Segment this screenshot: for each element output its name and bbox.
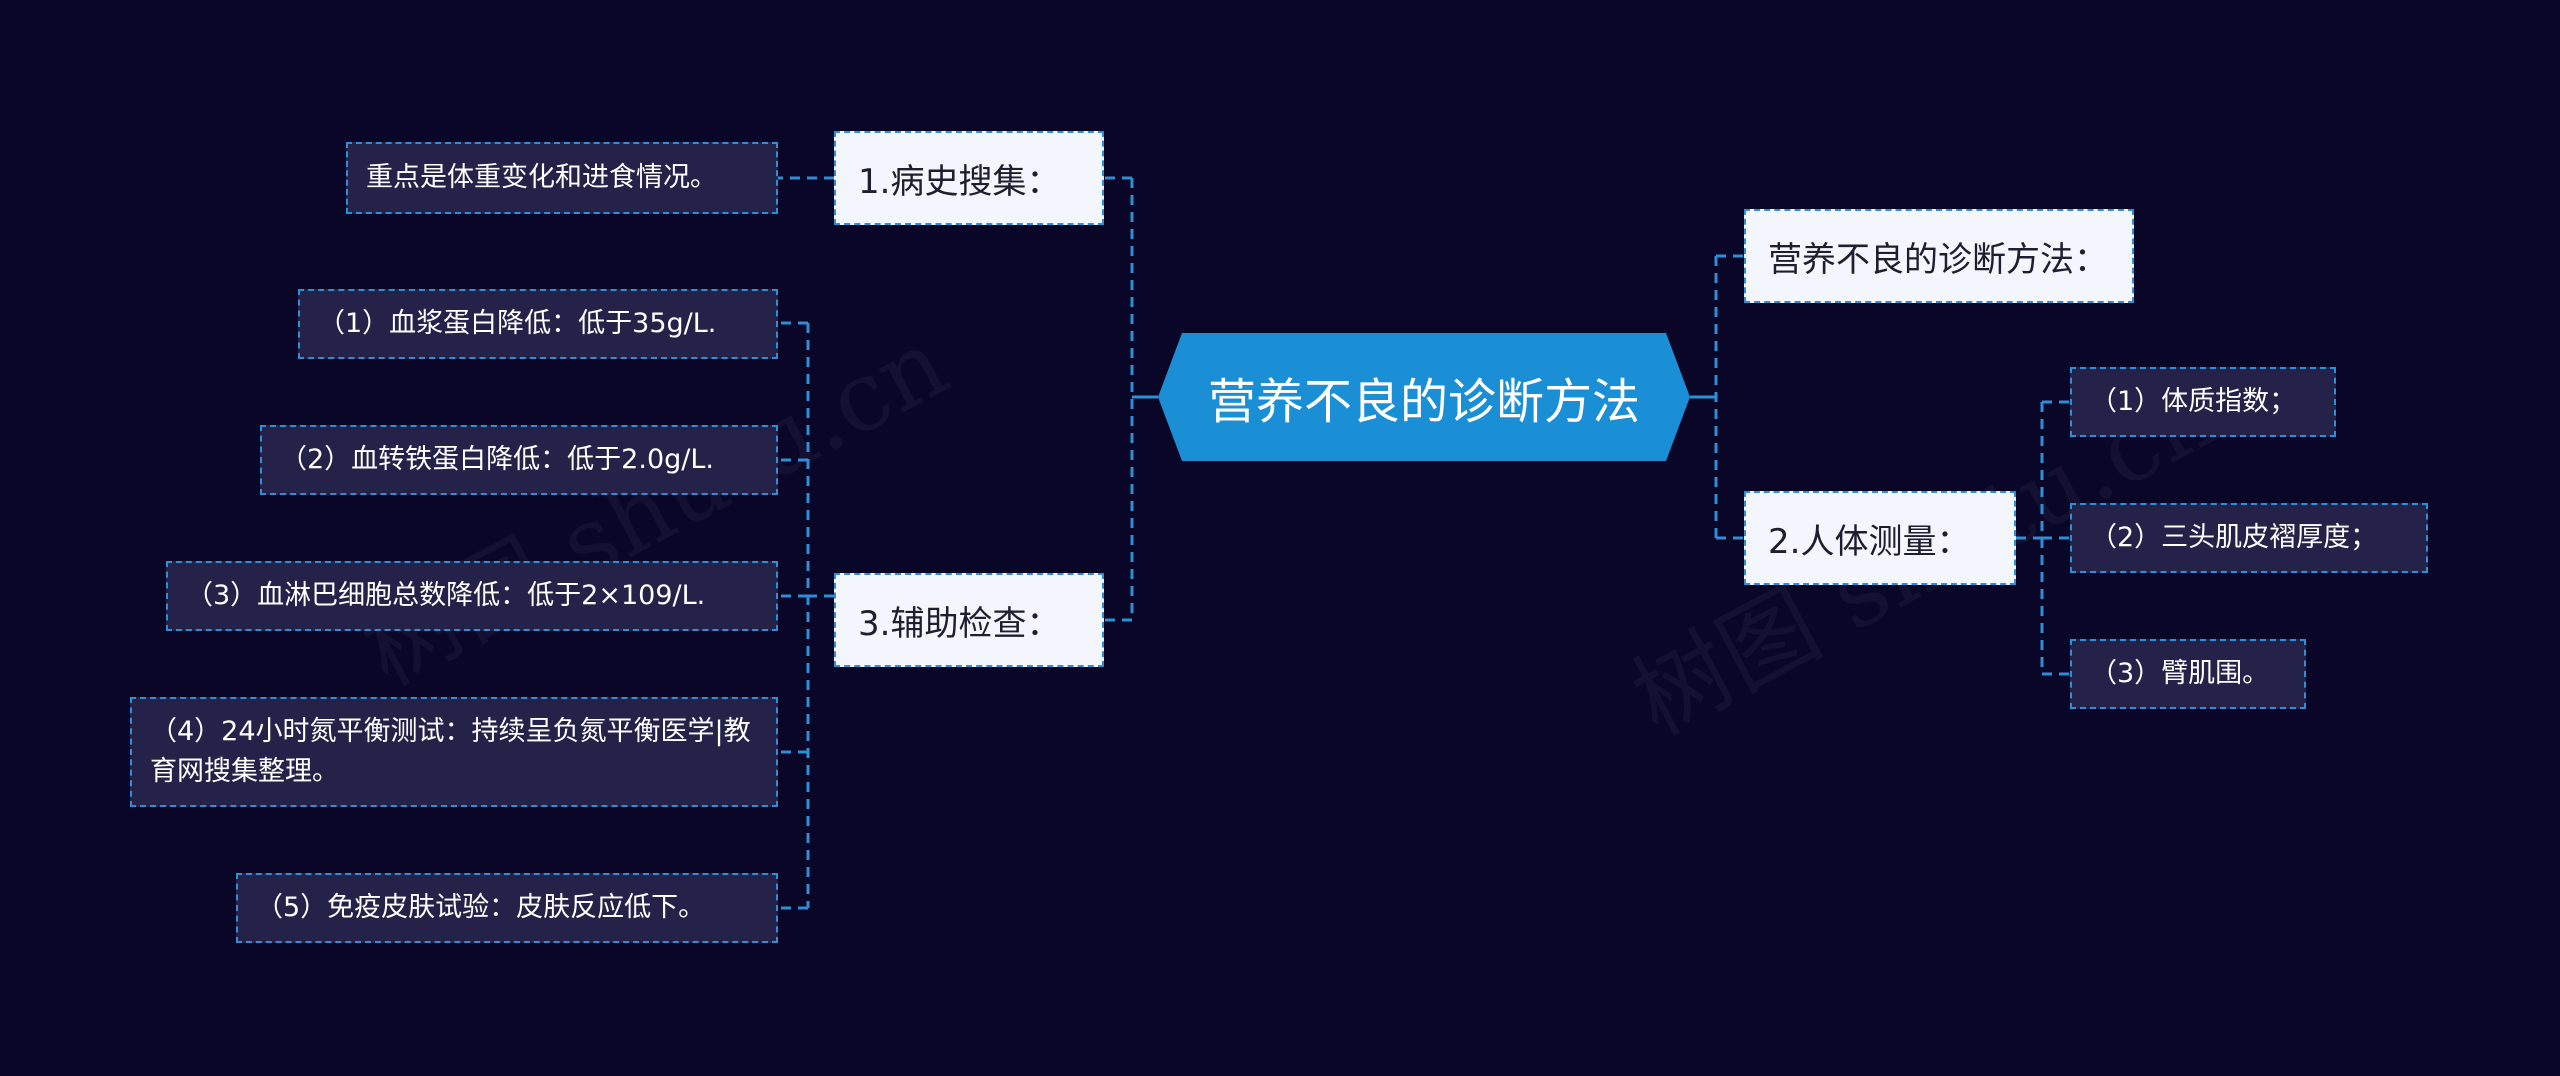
branch-methods[interactable]: 营养不良的诊断方法： xyxy=(1744,209,2134,303)
leaf-aux-1-text: （1）血浆蛋白降低：低于35g/L. xyxy=(318,308,717,339)
leaf-aux-5-text: （5）免疫皮肤试验：皮肤反应低下。 xyxy=(256,892,706,923)
leaf-aux-3[interactable]: （3）血淋巴细胞总数降低：低于2×109/L. xyxy=(166,561,778,631)
leaf-anthro-2-text: （2）三头肌皮褶厚度； xyxy=(2090,522,2378,553)
leaf-aux-3-text: （3）血淋巴细胞总数降低：低于2×109/L. xyxy=(186,580,706,611)
branch-aux-exam[interactable]: 3.辅助检查： xyxy=(834,573,1104,667)
leaf-history-note[interactable]: 重点是体重变化和进食情况。 xyxy=(346,142,778,214)
leaf-aux-4-text: （4）24小时氮平衡测试：持续呈负氮平衡医学|教育网搜集整理。 xyxy=(150,716,751,787)
leaf-aux-1[interactable]: （1）血浆蛋白降低：低于35g/L. xyxy=(298,289,778,359)
leaf-aux-5[interactable]: （5）免疫皮肤试验：皮肤反应低下。 xyxy=(236,873,778,943)
leaf-anthro-2[interactable]: （2）三头肌皮褶厚度； xyxy=(2070,503,2428,573)
central-topic-label: 营养不良的诊断方法 xyxy=(1207,374,1640,430)
leaf-anthro-3[interactable]: （3）臂肌围。 xyxy=(2070,639,2306,709)
leaf-history-note-text: 重点是体重变化和进食情况。 xyxy=(366,162,717,193)
leaf-aux-4[interactable]: （4）24小时氮平衡测试：持续呈负氮平衡医学|教育网搜集整理。 xyxy=(130,697,778,807)
leaf-anthro-1-text: （1）体质指数； xyxy=(2090,386,2297,417)
central-topic[interactable]: 营养不良的诊断方法 xyxy=(1158,333,1690,461)
leaf-aux-2[interactable]: （2）血转铁蛋白降低：低于2.0g/L. xyxy=(260,425,778,495)
branch-aux-exam-label: 3.辅助检查： xyxy=(858,603,1061,644)
leaf-aux-2-text: （2）血转铁蛋白降低：低于2.0g/L. xyxy=(280,444,714,475)
branch-history-label: 1.病史搜集： xyxy=(858,161,1061,202)
branch-anthropometry[interactable]: 2.人体测量： xyxy=(1744,491,2016,585)
branch-anthropometry-label: 2.人体测量： xyxy=(1768,521,1971,562)
branch-history[interactable]: 1.病史搜集： xyxy=(834,131,1104,225)
leaf-anthro-1[interactable]: （1）体质指数； xyxy=(2070,367,2336,437)
branch-methods-label: 营养不良的诊断方法： xyxy=(1768,239,2108,280)
leaf-anthro-3-text: （3）臂肌围。 xyxy=(2090,658,2270,689)
